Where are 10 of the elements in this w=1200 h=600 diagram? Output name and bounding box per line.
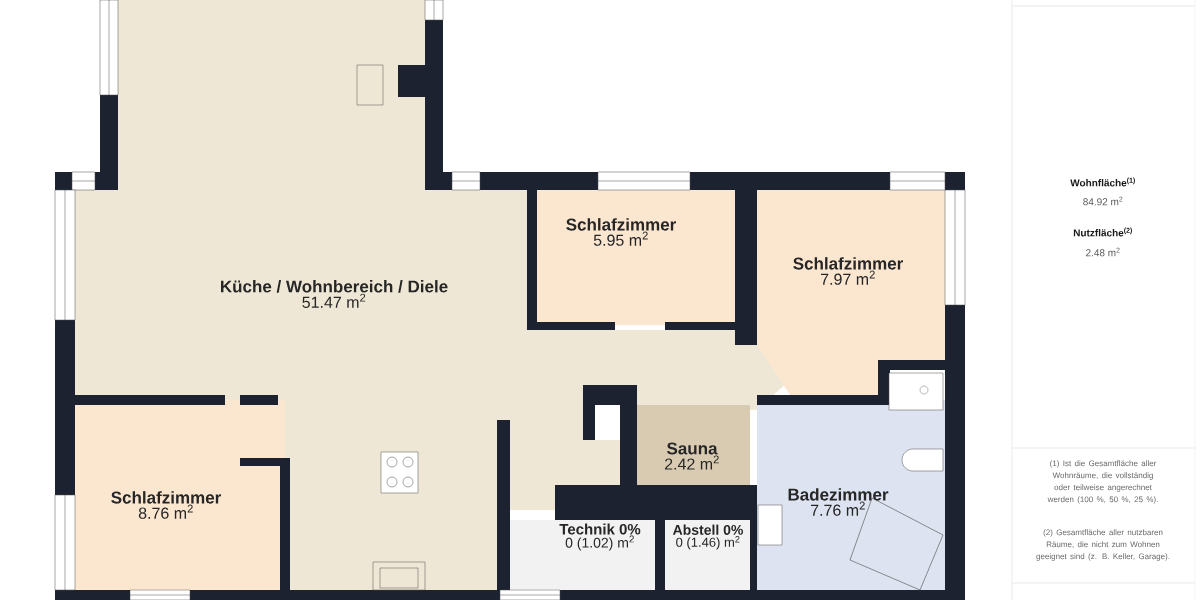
- footnote: (1) Ist die Gesamtfläche aller Wohnräume, die vollständig oder teilweise angerechnet werden (100 %, 50 %, 25 %).: [1047, 460, 1158, 504]
- room: Schlafzimmer 7.97 m$^{2}$: [757, 190, 945, 395]
- room: Schlafzimmer 8.76 m$^{2}$: [75, 400, 285, 600]
- area-value: 2.48 m$^{2}$: [1086, 247, 1120, 257]
- room: Schlafzimmer 5.95 m$^{2}$: [537, 190, 735, 325]
- area-value: 84.92 m$^{2}$: [1083, 196, 1123, 206]
- footnote: (2) Gesamtfläche aller nutzbaren Räume, die nicht zum Wohnen geeignet sind (z. B. Keller, Garage).: [1036, 529, 1170, 561]
- room: Sauna 2.42 m$^{2}$: [637, 405, 750, 487]
- area-title: Wohnfläche$^{(1)}$: [1070, 177, 1135, 187]
- area-title: Nutzfläche$^{(2)}$: [1073, 227, 1132, 237]
